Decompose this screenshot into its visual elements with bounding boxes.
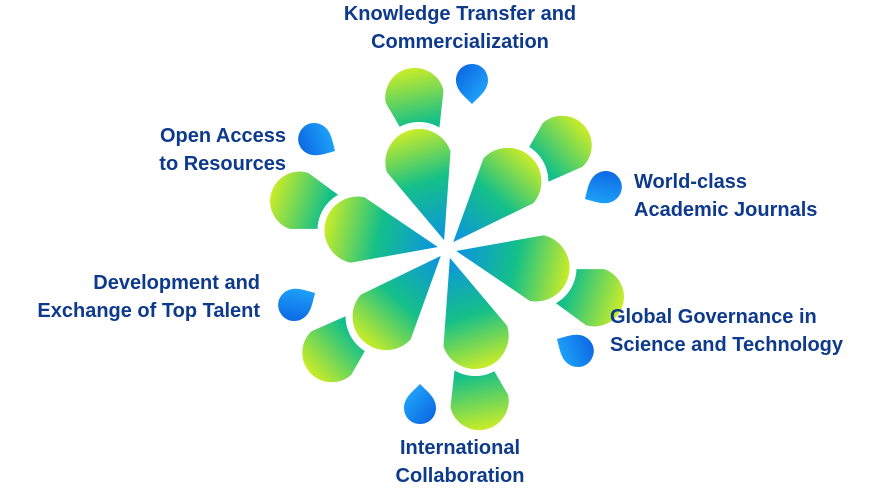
label-knowledge-transfer: Knowledge Transfer and Commercialization xyxy=(322,0,598,56)
inner-petal xyxy=(436,245,516,377)
label-line: Knowledge Transfer and xyxy=(343,3,577,25)
label-top-talent: Development and Exchange of Top Talent xyxy=(0,269,260,325)
drop-icon xyxy=(298,122,336,156)
drop-markers xyxy=(278,64,622,424)
label-line: Commercialization xyxy=(371,31,549,53)
drop-icon xyxy=(584,170,622,204)
label-line: Global Governance in xyxy=(610,306,817,328)
label-line: Open Access xyxy=(160,125,286,147)
label-global-governance: Global Governance in Science and Technol… xyxy=(610,303,882,359)
label-line: World-class xyxy=(634,171,747,193)
label-line: Collaboration xyxy=(395,465,525,487)
label-academic-journals: World-class Academic Journals xyxy=(634,168,874,224)
label-line: Development and xyxy=(93,272,260,294)
drop-icon xyxy=(278,288,316,322)
label-line: Academic Journals xyxy=(634,199,818,221)
label-line: Exchange of Top Talent xyxy=(37,300,260,322)
label-line: to Resources xyxy=(159,153,286,175)
inner-petal xyxy=(443,140,549,253)
inner-petal xyxy=(378,121,458,253)
drop-icon xyxy=(456,64,488,104)
label-line: Science and Technology xyxy=(610,334,844,356)
label-line: International xyxy=(399,437,520,459)
drop-icon xyxy=(556,334,594,368)
inner-petal-ring xyxy=(317,121,577,377)
inner-petal xyxy=(345,245,451,358)
inner-petal xyxy=(317,189,451,270)
label-open-access: Open Access to Resources xyxy=(120,122,286,178)
inner-petal xyxy=(443,228,577,309)
label-international-collaboration: International Collaboration xyxy=(352,434,568,490)
drop-icon xyxy=(404,384,436,424)
